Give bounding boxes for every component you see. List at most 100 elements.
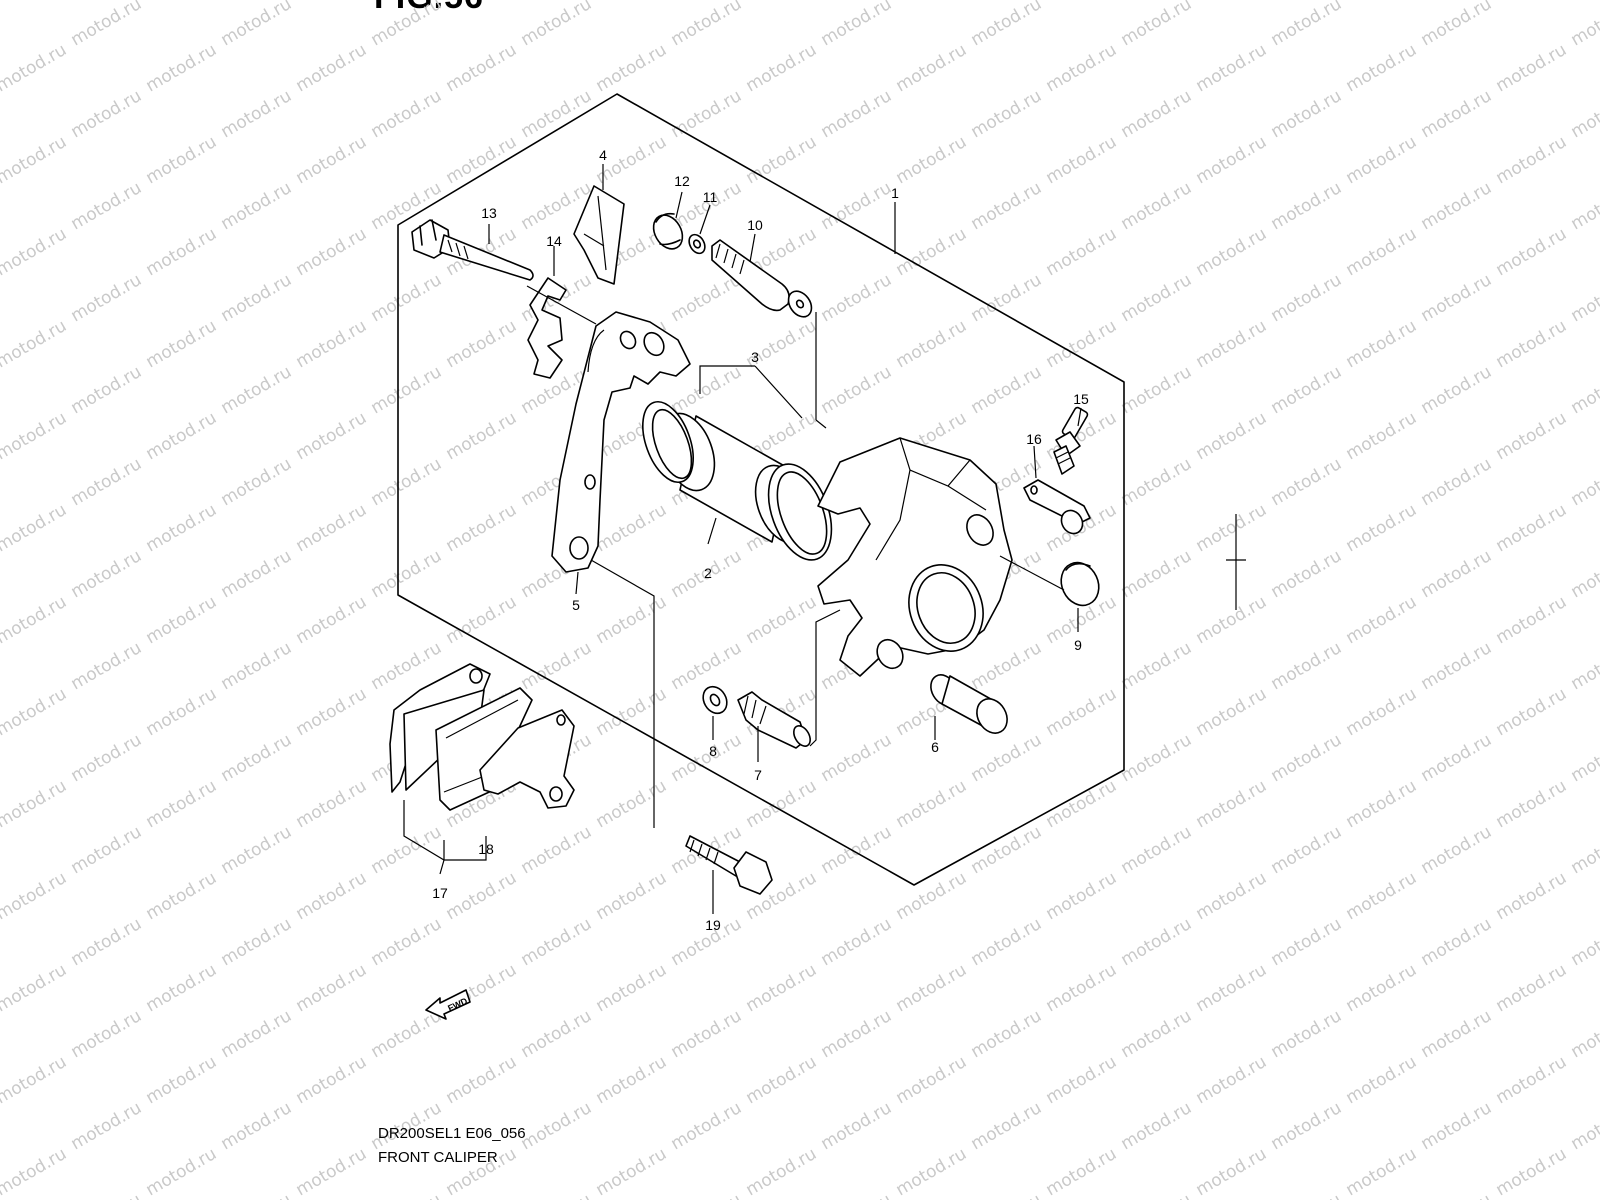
part-4-shim[interactable] xyxy=(573,185,625,285)
watermark-text: motod.ru xyxy=(1043,316,1121,372)
part-13-bolt[interactable] xyxy=(411,219,534,281)
watermark-text: motod.ru xyxy=(143,684,221,740)
part-18-pad-shim[interactable] xyxy=(479,709,575,809)
watermark-text: motod.ru xyxy=(1568,270,1600,326)
watermark-text: motod.ru xyxy=(218,822,296,878)
watermark-text: motod.ru xyxy=(1493,316,1571,372)
watermark-text: motod.ru xyxy=(1193,0,1271,4)
watermark-text: motod.ru xyxy=(518,0,596,50)
watermark-text: motod.ru xyxy=(893,1144,971,1200)
watermark-text: motod.ru xyxy=(68,362,146,418)
watermark-text: motod.ru xyxy=(968,638,1046,694)
part-number-14: 14 xyxy=(546,233,562,249)
watermark-text: motod.ru xyxy=(743,1052,821,1108)
part-10-pin[interactable] xyxy=(711,239,816,321)
leader-lines xyxy=(403,164,1082,914)
watermark-text: motod.ru xyxy=(1343,0,1421,4)
watermark-text: motod.ru xyxy=(743,132,821,188)
watermark-text: motod.ru xyxy=(1493,1052,1571,1108)
watermark-text: motod.ru xyxy=(968,362,1046,418)
watermark-text: motod.ru xyxy=(1118,0,1196,50)
part-number-10: 10 xyxy=(747,217,763,233)
part-3-seals[interactable] xyxy=(633,395,843,569)
watermark-text: motod.ru xyxy=(143,408,221,464)
watermark-text: motod.ru xyxy=(1568,0,1600,50)
watermark-text: motod.ru xyxy=(1268,638,1346,694)
watermark-text: motod.ru xyxy=(218,638,296,694)
watermark-text: motod.ru xyxy=(293,1052,371,1108)
watermark-text: motod.ru xyxy=(1193,776,1271,832)
watermark-text: motod.ru xyxy=(818,86,896,142)
part-5-bracket[interactable] xyxy=(551,311,691,573)
watermark-text: motod.ru xyxy=(0,500,70,556)
part-6-pin[interactable] xyxy=(926,670,1014,738)
watermark-text: motod.ru xyxy=(143,960,221,1016)
part-9-plug[interactable] xyxy=(1054,556,1105,611)
watermark-text: motod.ru xyxy=(218,914,296,970)
part-1-caliper-body[interactable] xyxy=(817,437,1013,677)
watermark-text: motod.ru xyxy=(1568,914,1600,970)
watermark-text: motod.ru xyxy=(1193,960,1271,1016)
watermark-text: motod.ru xyxy=(1193,224,1271,280)
watermark-text: motod.ru xyxy=(368,914,446,970)
watermark-text: motod.ru xyxy=(893,132,971,188)
watermark-text: motod.ru xyxy=(218,86,296,142)
watermark-text: motod.ru xyxy=(893,40,971,96)
watermark-text: motod.ru xyxy=(743,776,821,832)
watermark-text: motod.ru xyxy=(443,40,521,96)
part-15-bleeder[interactable] xyxy=(1053,406,1089,475)
watermark-text: motod.ru xyxy=(1193,684,1271,740)
part-11-washer[interactable] xyxy=(686,232,708,256)
part-19-bolt[interactable] xyxy=(685,835,773,895)
watermark-text: motod.ru xyxy=(218,1098,296,1154)
watermark-text: motod.ru xyxy=(968,1006,1046,1062)
watermark-text: motod.ru xyxy=(443,868,521,924)
watermark-text: motod.ru xyxy=(293,316,371,372)
watermark-text: motod.ru xyxy=(68,822,146,878)
watermark-text: motod.ru xyxy=(368,1190,446,1200)
watermark-text: motod.ru xyxy=(1193,408,1271,464)
watermark-text: motod.ru xyxy=(1193,868,1271,924)
watermark-text: motod.ru xyxy=(218,546,296,602)
watermark-text: motod.ru xyxy=(1568,730,1600,786)
watermark-text: motod.ru xyxy=(218,1190,296,1200)
watermark-text: motod.ru xyxy=(368,546,446,602)
figure-title: FIG.56 xyxy=(374,0,484,17)
part-14-pad-spring[interactable] xyxy=(527,277,567,379)
watermark-text: motod.ru xyxy=(1343,40,1421,96)
watermark-text: motod.ru xyxy=(1568,1006,1600,1062)
watermark-text: motod.ru xyxy=(1418,454,1496,510)
watermark-text: motod.ru xyxy=(1268,178,1346,234)
watermark-text: motod.ru xyxy=(1268,454,1346,510)
part-17-pads[interactable] xyxy=(389,663,533,811)
watermark-text: motod.ru xyxy=(1043,868,1121,924)
watermark-text: motod.ru xyxy=(968,730,1046,786)
watermark-text: motod.ru xyxy=(443,1052,521,1108)
part-12-boot[interactable] xyxy=(648,210,689,254)
watermark-text: motod.ru xyxy=(818,914,896,970)
watermark-text: motod.ru xyxy=(293,868,371,924)
part-8-washer[interactable] xyxy=(698,682,731,717)
watermark-text: motod.ru xyxy=(1568,638,1600,694)
watermark-text: motod.ru xyxy=(218,178,296,234)
watermark-text: motod.ru xyxy=(818,1190,896,1200)
watermark-text: motod.ru xyxy=(1343,500,1421,556)
watermark-text: motod.ru xyxy=(1418,1190,1496,1200)
watermark-text: motod.ru xyxy=(1418,1098,1496,1154)
watermark-text: motod.ru xyxy=(1268,822,1346,878)
watermark-text: motod.ru xyxy=(0,1052,70,1108)
watermark-text: motod.ru xyxy=(1118,454,1196,510)
watermark-text: motod.ru xyxy=(1568,1098,1600,1154)
watermark-text: motod.ru xyxy=(68,638,146,694)
watermark-text: motod.ru xyxy=(668,1006,746,1062)
watermark-text: motod.ru xyxy=(1343,592,1421,648)
watermark-text: motod.ru xyxy=(1343,776,1421,832)
watermark-text: motod.ru xyxy=(968,270,1046,326)
watermark-text: motod.ru xyxy=(1118,1006,1196,1062)
watermark-text: motod.ru xyxy=(1418,1006,1496,1062)
watermark-text: motod.ru xyxy=(443,0,521,4)
watermark-text: motod.ru xyxy=(293,500,371,556)
watermark-text: motod.ru xyxy=(1268,546,1346,602)
part-7-pin[interactable] xyxy=(737,691,814,749)
part-16-cap[interactable] xyxy=(1023,479,1091,537)
